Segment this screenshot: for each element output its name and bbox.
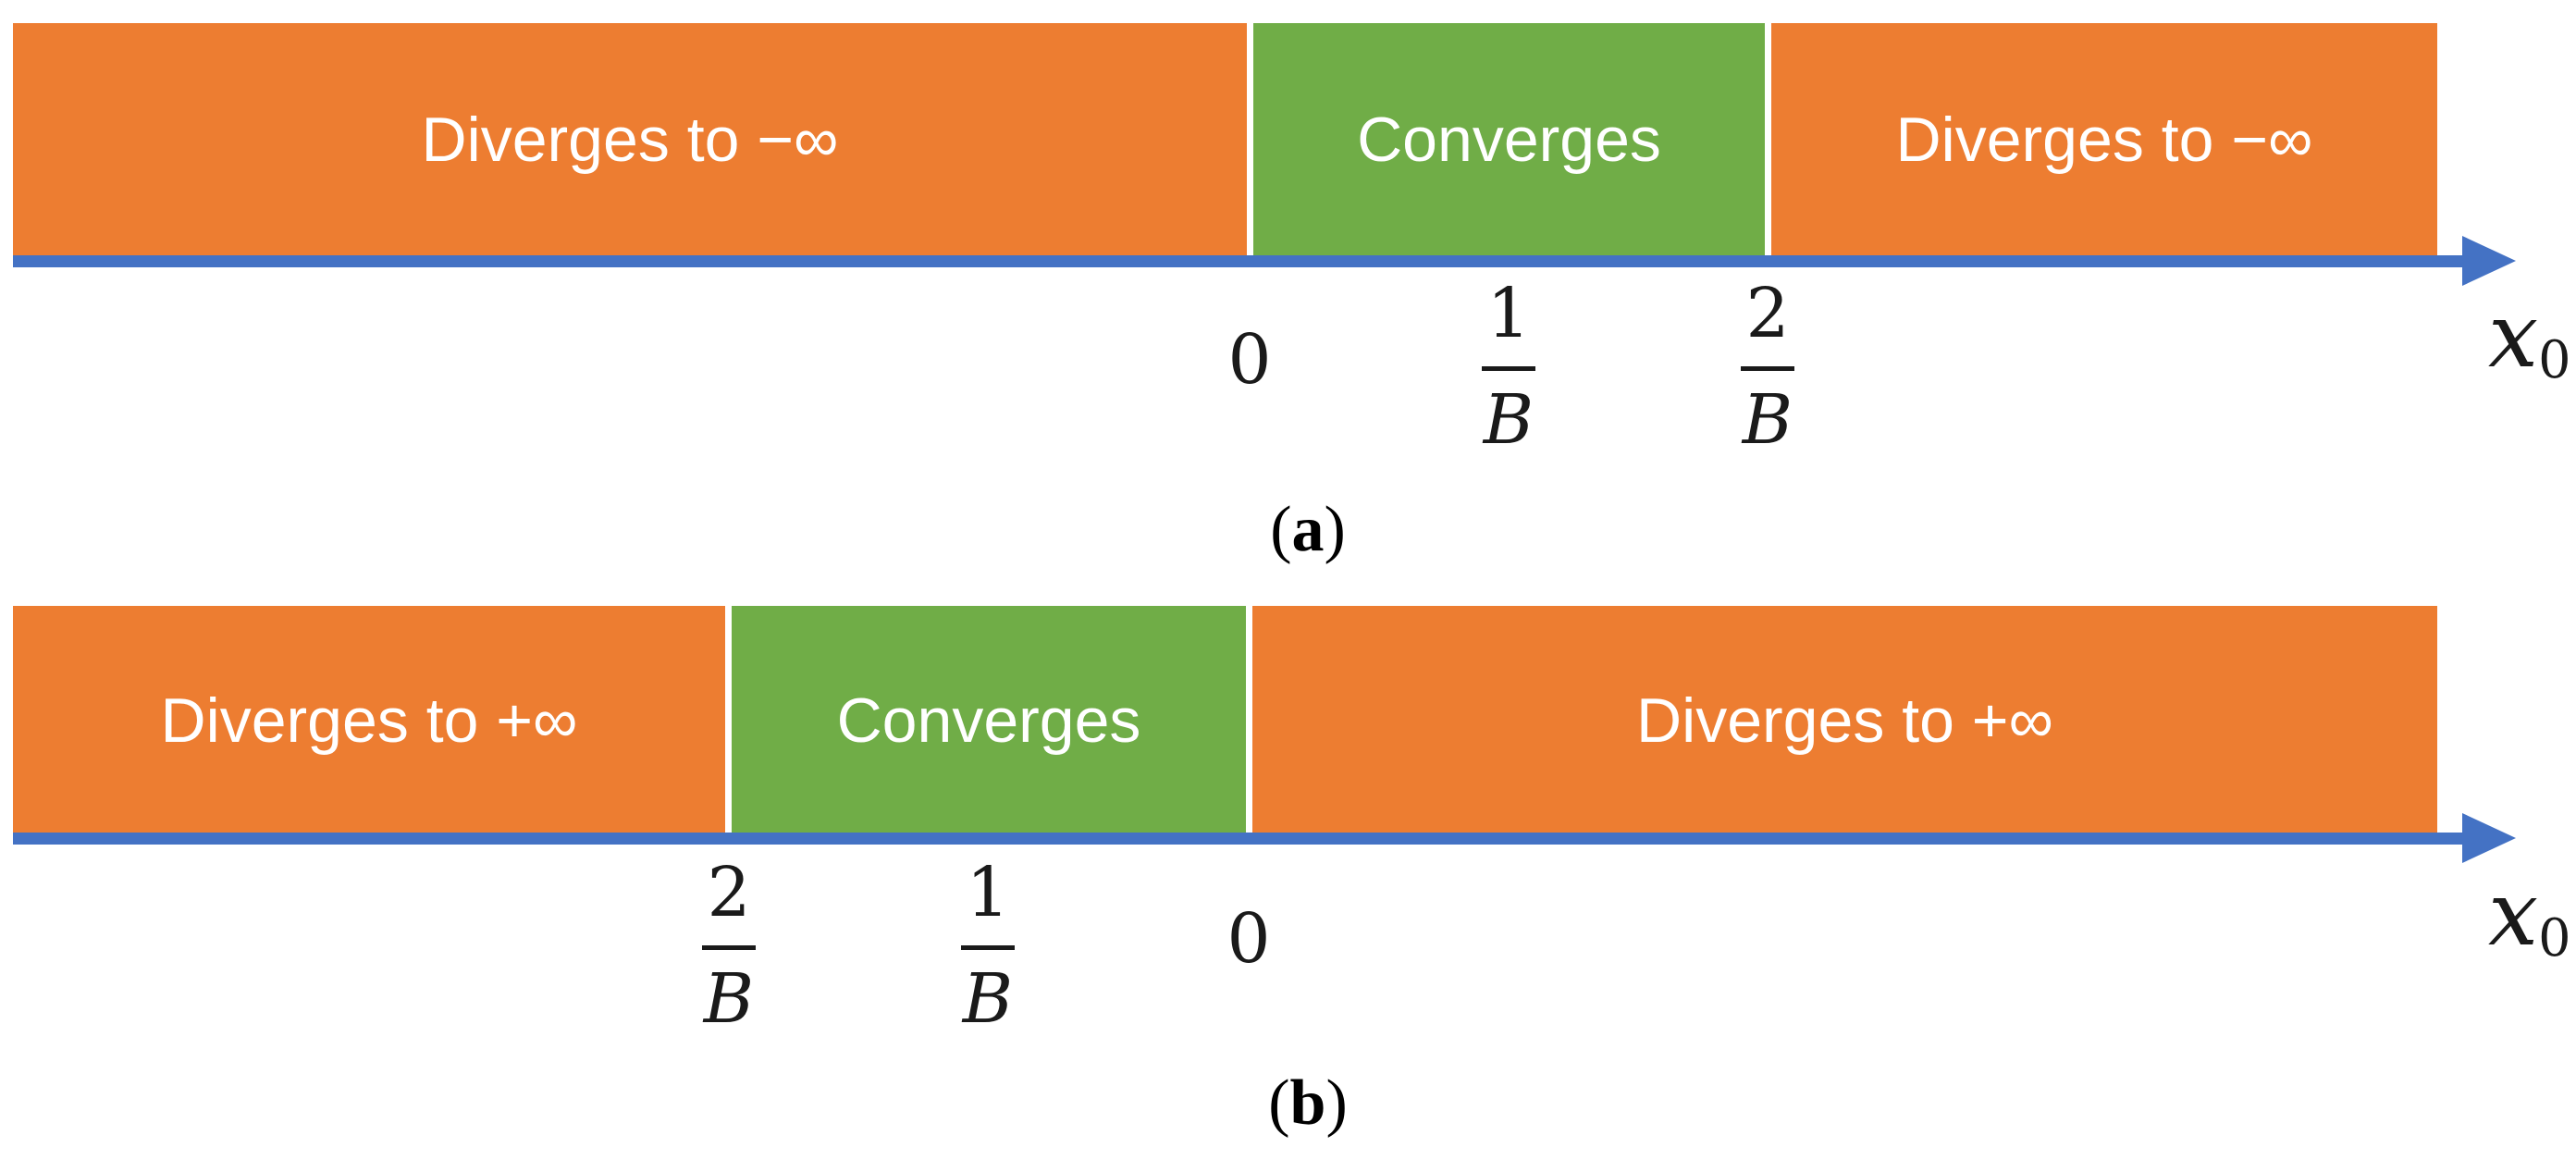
fraction-numerator: 1 xyxy=(966,853,1010,932)
fraction-numerator: 1 xyxy=(1486,274,1531,353)
axis-variable-base: x xyxy=(2488,284,2539,388)
number-line-b xyxy=(13,833,2488,845)
axis-variable-x0-a: x0 xyxy=(2488,291,2571,387)
axis-variable-subscript: 0 xyxy=(2538,330,2571,391)
fraction-denominator: B xyxy=(1483,380,1535,460)
fraction-denominator: B xyxy=(703,959,755,1039)
axis-variable-base: x xyxy=(2488,862,2539,966)
fraction-denominator: B xyxy=(1742,380,1793,460)
tick-one-over-B-b: 1 B xyxy=(961,858,1015,1033)
fraction-numerator: 2 xyxy=(707,853,751,932)
caption-paren-close: ) xyxy=(1324,494,1346,565)
caption-paren-close: ) xyxy=(1325,1067,1348,1139)
number-line-a xyxy=(13,255,2488,267)
axis-variable-subscript: 0 xyxy=(2538,908,2571,969)
tick-zero-a: 0 xyxy=(1227,320,1272,400)
tick-zero-b: 0 xyxy=(1226,899,1271,979)
axis-variable-x0-b: x0 xyxy=(2488,870,2571,965)
caption-letter: b xyxy=(1289,1067,1326,1139)
arrow-right-icon xyxy=(2462,813,2516,863)
caption-paren-open: ( xyxy=(1270,494,1292,565)
fraction-bar xyxy=(961,945,1015,950)
interval-diverges-right-a: Diverges to −∞ xyxy=(1771,23,2437,256)
fraction-bar xyxy=(1741,366,1794,371)
arrow-right-icon xyxy=(2462,236,2516,286)
interval-diverges-left-b: Diverges to +∞ xyxy=(13,606,725,834)
fraction-denominator: B xyxy=(962,959,1014,1039)
fraction-bar xyxy=(1482,366,1535,371)
interval-diverges-left-a: Diverges to −∞ xyxy=(13,23,1247,256)
interval-label: Converges xyxy=(836,685,1141,756)
caption-letter: a xyxy=(1291,494,1325,565)
interval-label: Diverges to −∞ xyxy=(421,105,839,175)
interval-converges-a: Converges xyxy=(1253,23,1765,256)
interval-converges-b: Converges xyxy=(732,606,1246,834)
fraction-numerator: 2 xyxy=(1745,274,1790,353)
interval-diverges-right-b: Diverges to +∞ xyxy=(1252,606,2437,834)
interval-label: Diverges to −∞ xyxy=(1895,105,2313,175)
caption-paren-open: ( xyxy=(1268,1067,1290,1139)
panel-caption-a: (a) xyxy=(1270,498,1346,562)
tick-two-over-B-b: 2 B xyxy=(702,858,756,1033)
interval-label: Diverges to +∞ xyxy=(1636,685,2053,756)
interval-label: Diverges to +∞ xyxy=(160,685,578,756)
fraction-bar xyxy=(702,945,756,950)
tick-one-over-B-a: 1 B xyxy=(1482,279,1535,454)
panel-caption-b: (b) xyxy=(1268,1071,1348,1136)
interval-label: Converges xyxy=(1357,105,1661,175)
tick-two-over-B-a: 2 B xyxy=(1741,279,1794,454)
